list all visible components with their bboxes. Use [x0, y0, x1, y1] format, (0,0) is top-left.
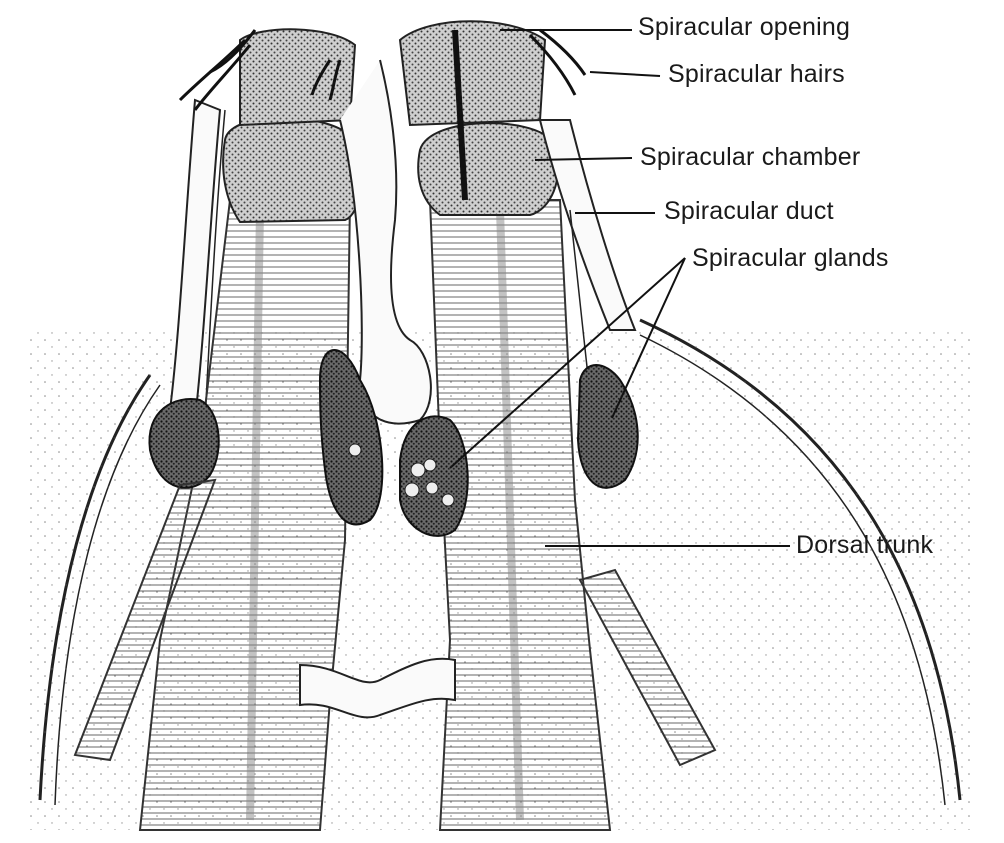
right-spiracular-opening: [400, 21, 545, 125]
label-spiracular-opening: Spiracular opening: [638, 15, 850, 40]
right-spiracular-chamber: [418, 123, 558, 215]
leader-spiracular-hairs: [590, 72, 660, 76]
label-spiracular-glands: Spiracular glands: [692, 246, 889, 271]
inner-right-spiracular-gland: [400, 416, 468, 535]
left-spiracular-gland: [149, 399, 218, 488]
left-spiracular-chamber: [223, 118, 362, 223]
left-spiracular-opening: [240, 29, 355, 125]
label-spiracular-duct: Spiracular duct: [664, 199, 834, 224]
label-spiracular-hairs: Spiracular hairs: [668, 62, 845, 87]
label-spiracular-chamber: Spiracular chamber: [640, 145, 860, 170]
label-dorsal-trunk: Dorsal trunk: [796, 533, 933, 558]
